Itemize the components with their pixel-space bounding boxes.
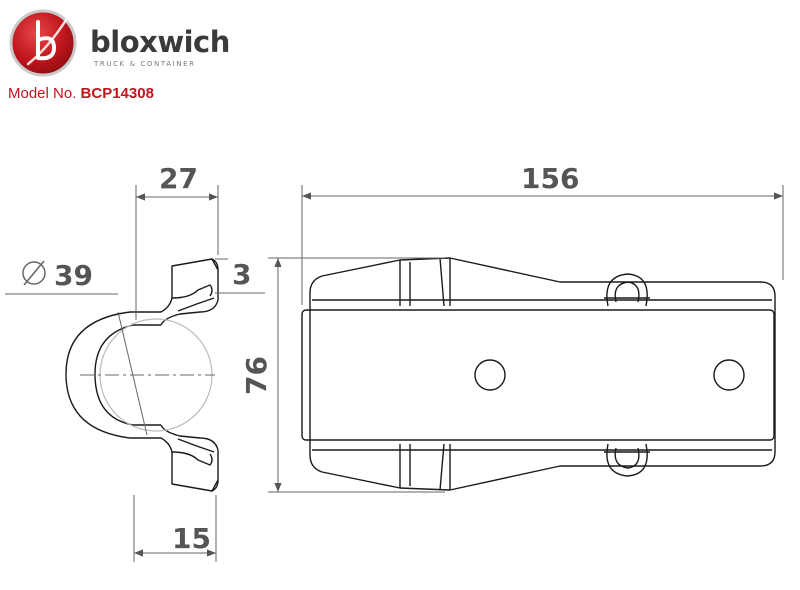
side-view [65, 258, 219, 492]
dim-thickness-text: 3 [232, 258, 251, 291]
model-label: Model No. [8, 85, 77, 102]
dim-length-text: 156 [521, 162, 579, 195]
dim-diameter-text: 39 [54, 259, 93, 292]
centre-plate [301, 309, 775, 441]
body-outline [309, 257, 776, 491]
fixing-hole-right [713, 359, 745, 391]
clip-bottom-flange [160, 424, 219, 492]
diameter-symbol-icon [22, 261, 46, 285]
clip-outer-arc [65, 311, 161, 439]
brand-tagline: TRUCK & CONTAINER [94, 60, 196, 68]
fixing-hole-left [474, 359, 506, 391]
bloxwich-logo: bloxwich TRUCK & CONTAINER [8, 8, 230, 80]
clip-top-flange [160, 258, 219, 326]
diameter-construction [80, 311, 215, 436]
top-loop [604, 273, 650, 307]
logo-badge-icon [9, 9, 77, 77]
clip-inner-arc [94, 324, 161, 426]
dim-length: 156 [301, 162, 784, 305]
bottom-loop [604, 443, 650, 477]
top-view [301, 257, 776, 491]
model-line: Model No. BCP14308 [8, 85, 154, 102]
dim-side-width: 27 [135, 162, 219, 320]
dim-base-width-text: 15 [172, 522, 211, 555]
dim-base-width: 15 [133, 495, 217, 562]
brand-name: bloxwich [90, 25, 230, 59]
dim-diameter: 39 [5, 259, 118, 295]
model-number: BCP14308 [80, 85, 154, 102]
dim-height-text: 76 [240, 356, 273, 395]
dim-thickness: 3 [215, 258, 265, 294]
dim-side-width-text: 27 [159, 162, 198, 195]
dim-height: 76 [240, 257, 445, 493]
